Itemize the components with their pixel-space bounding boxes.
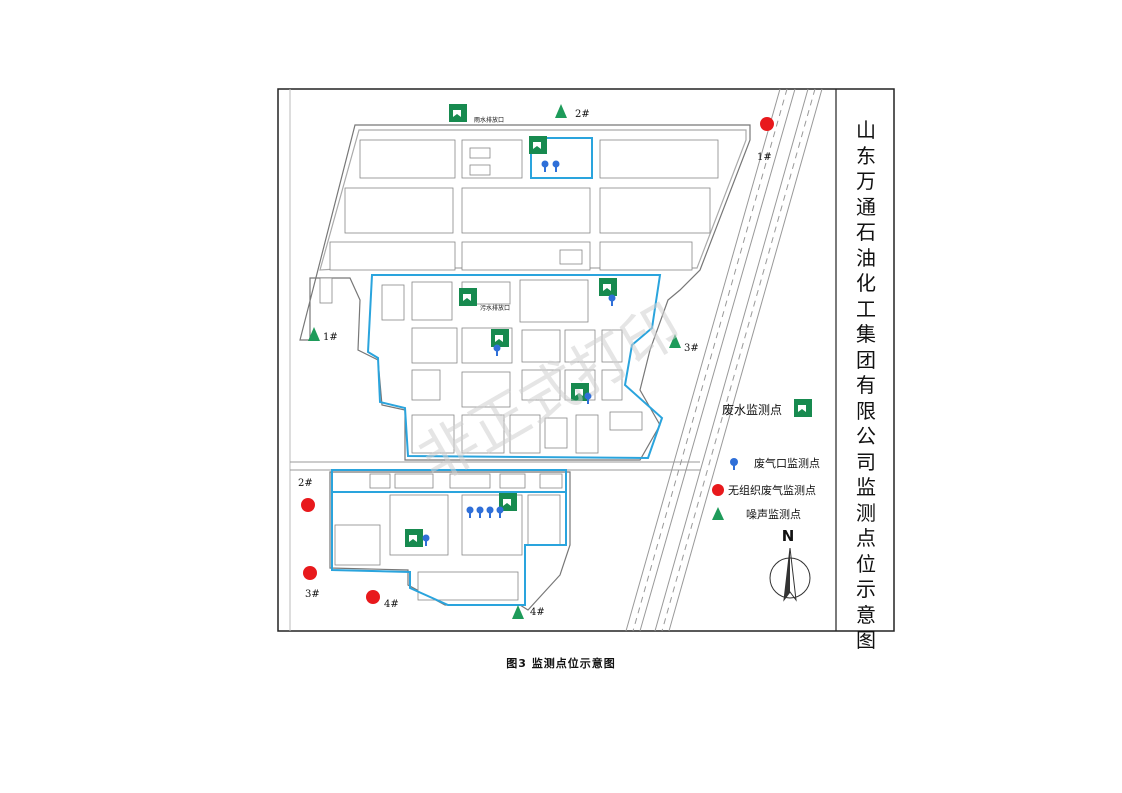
legend-fugitive-label: 无组织废气监测点 xyxy=(728,483,816,497)
wastewater-icon xyxy=(529,136,547,154)
rain-outlet-icon xyxy=(449,104,467,122)
noise-label-3: 3# xyxy=(684,343,699,354)
noise-label-4: 4# xyxy=(530,607,545,618)
legend-noise-icon xyxy=(712,507,724,520)
noise-label-2: 2# xyxy=(575,109,590,120)
compass: N xyxy=(769,527,811,602)
figure-caption: 图3 监测点位示意图 xyxy=(506,657,616,670)
fugitive-label-4: 4# xyxy=(384,599,399,610)
sewage-outlet-icon xyxy=(459,288,477,306)
fugitive-label-3: 3# xyxy=(305,589,320,600)
legend: 废水监测点 废气口监测点 无组织废气监测点 噪声监测点 xyxy=(712,399,820,521)
exhaust-points xyxy=(422,160,616,546)
legend-exhaust-label: 废气口监测点 xyxy=(754,456,820,470)
fugitive-label-2: 2# xyxy=(298,478,313,489)
legend-wastewater-label: 废水监测点 xyxy=(722,402,782,417)
wastewater-icon xyxy=(599,278,617,296)
sewage-outlet-label: 污水排放口 xyxy=(480,304,510,312)
fugitive-label-1: 1# xyxy=(757,152,772,163)
rain-outlet-label: 雨水排放口 xyxy=(474,116,504,124)
noise-label-1: 1# xyxy=(323,332,338,343)
noise-points xyxy=(308,104,681,619)
north-blocks xyxy=(319,139,719,454)
legend-exhaust-icon xyxy=(730,458,738,466)
legend-noise-label: 噪声监测点 xyxy=(746,507,801,521)
wastewater-icon xyxy=(405,529,423,547)
compass-label: N xyxy=(782,527,795,545)
legend-fugitive-icon xyxy=(712,484,724,496)
fugitive-points xyxy=(301,117,774,604)
map-title: 山东万通石油化工集团有限公司监测点位示意图 xyxy=(856,118,876,652)
wastewater-icon xyxy=(491,329,509,347)
highway xyxy=(625,88,823,632)
legend-wastewater-icon xyxy=(794,399,812,417)
monitoring-boundary xyxy=(331,137,664,606)
